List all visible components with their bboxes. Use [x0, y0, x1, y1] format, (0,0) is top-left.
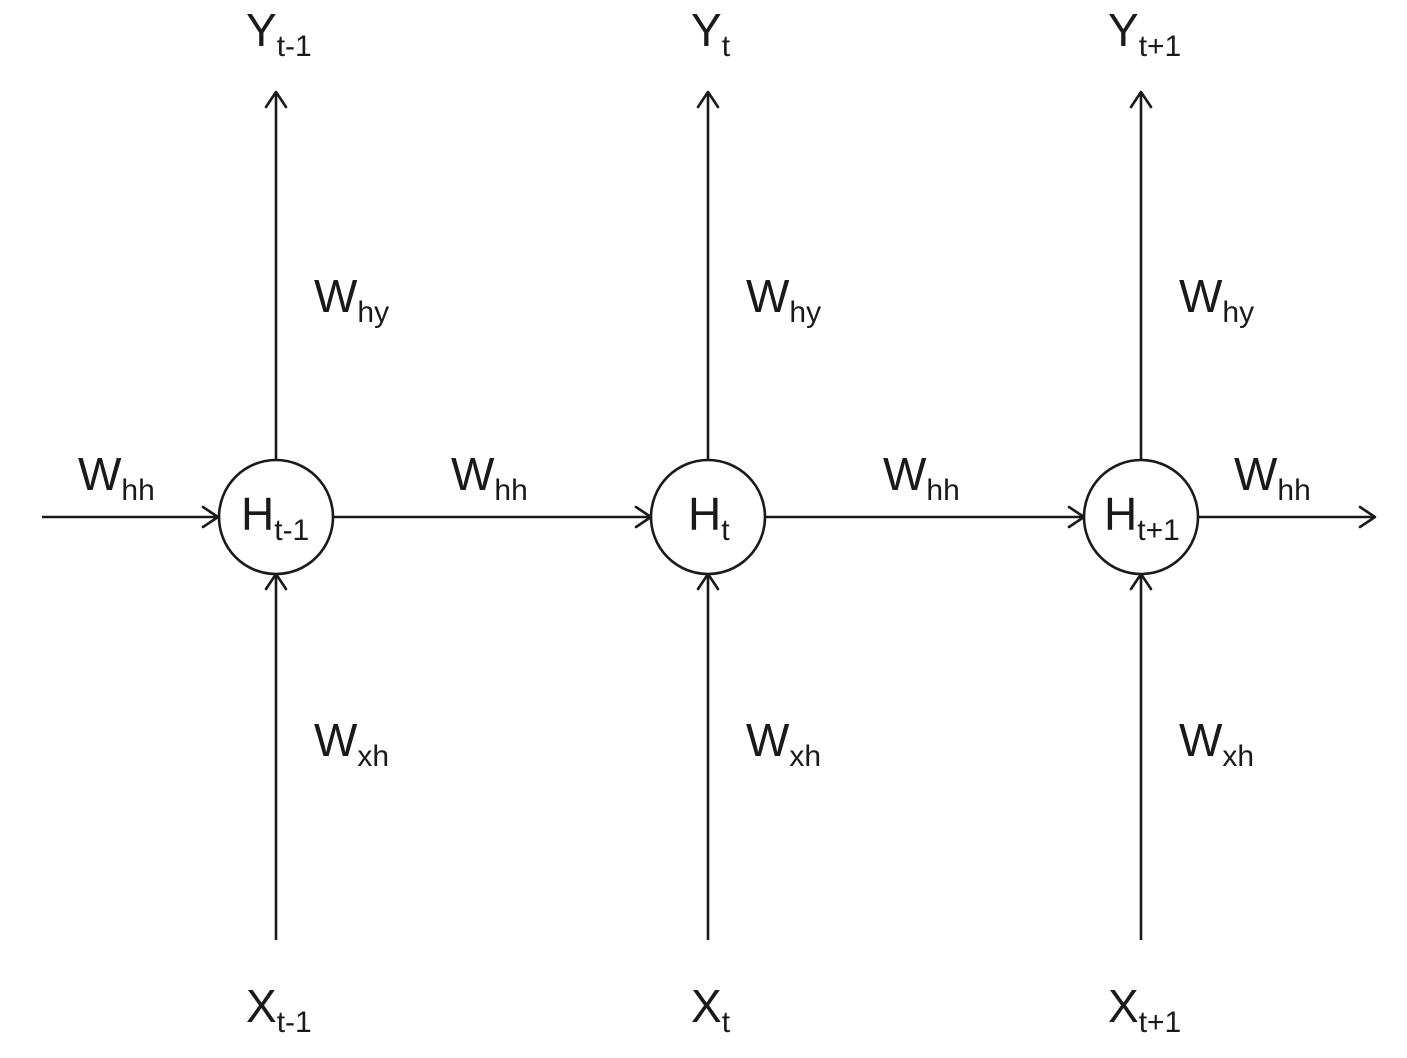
input-label: Xt — [691, 980, 731, 1039]
input-label: Xt+1 — [1108, 980, 1181, 1039]
output-weight-label: Why — [1179, 270, 1254, 329]
output-weight-label: Why — [746, 270, 821, 329]
output-label: Yt — [691, 4, 731, 63]
arrowhead-icon — [264, 90, 288, 109]
hidden-state-label: Ht+1 — [1104, 488, 1180, 547]
hidden-state-node — [649, 458, 767, 576]
arrowhead-icon — [696, 90, 720, 109]
input-weight-label: Wxh — [1179, 714, 1254, 773]
arrowhead-icon — [1129, 90, 1153, 109]
recurrent-weight-label-out: Whh — [1234, 448, 1311, 507]
input-weight-label: Wxh — [314, 714, 389, 773]
hidden-state-label: Ht-1 — [241, 488, 309, 547]
arrowhead-icon — [1358, 505, 1377, 529]
recurrent-weight-labels: Whh Whh Whh Whh — [78, 448, 1311, 507]
input-label: Xt-1 — [246, 980, 312, 1039]
output-label: Yt+1 — [1108, 4, 1181, 63]
hidden-state-label: Ht — [688, 488, 730, 547]
recurrent-weight-label-1-2: Whh — [451, 448, 528, 507]
output-weight-label: Why — [314, 270, 389, 329]
hidden-state-node — [1082, 458, 1200, 576]
time-step-t-plus-1: Yt+1 Why Ht+1 Wxh Xt+1 — [1082, 4, 1254, 1039]
recurrent-weight-label-in: Whh — [78, 448, 155, 507]
input-weight-label: Wxh — [746, 714, 821, 773]
time-step-t-minus-1: Yt-1 Why Ht-1 Wxh Xt-1 — [217, 4, 389, 1039]
time-step-t: Yt Why Ht Wxh Xt — [649, 4, 821, 1039]
output-label: Yt-1 — [246, 4, 312, 63]
recurrent-weight-label-2-3: Whh — [883, 448, 960, 507]
hidden-state-node — [217, 458, 335, 576]
